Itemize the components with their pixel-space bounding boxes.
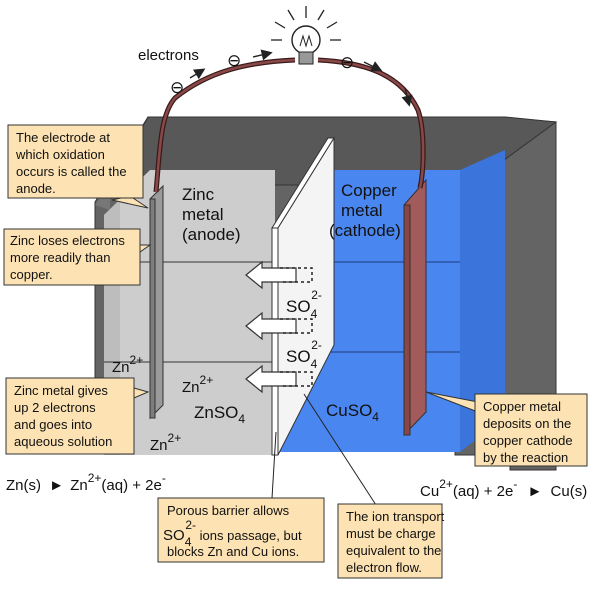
svg-text:and goes into: and goes into [14, 417, 92, 432]
electron-icon: ⊖ [170, 78, 184, 97]
svg-text:Zinc loses electrons: Zinc loses electrons [10, 233, 125, 248]
zinc-ion-label: Zn2+ [182, 373, 213, 396]
svg-text:Copper metal: Copper metal [483, 399, 561, 414]
svg-text:Zinc metal gives: Zinc metal gives [14, 383, 108, 398]
copper-electrode [403, 178, 427, 437]
zinc-metal-label: Zinc metal (anode) [182, 185, 241, 244]
ion-flow-dashes [280, 267, 313, 387]
svg-text:metal: metal [341, 201, 383, 220]
electrons-label: electrons [138, 47, 199, 64]
electron-icon: ⊖ [340, 53, 354, 72]
zinc-ion-label: Zn2+ [150, 431, 181, 454]
svg-text:SO42-: SO42- [286, 288, 322, 321]
zinc-ion-label: Zn2+ [112, 353, 143, 376]
svg-text:equivalent to the: equivalent to the [346, 543, 441, 558]
svg-text:The electrode at: The electrode at [16, 130, 110, 145]
callout-anode-definition: The electrode at which oxidation occurs … [7, 124, 149, 209]
svg-text:SO42- ions passage, but: SO42- ions passage, but [163, 518, 302, 549]
znso4-label: ZnSO4 [194, 403, 245, 426]
svg-text:up 2 electrons: up 2 electrons [14, 400, 96, 415]
callout-copper-deposits: Copper metal deposits on the copper cath… [425, 391, 588, 467]
callout-zinc-gives-electrons: Zinc metal gives up 2 electrons and goes… [5, 377, 150, 455]
svg-text:(cathode): (cathode) [329, 221, 401, 240]
cuso4-label: CuSO4 [326, 401, 379, 424]
svg-text:metal: metal [182, 205, 224, 224]
svg-text:copper cathode: copper cathode [483, 433, 573, 448]
svg-text:Copper: Copper [341, 181, 397, 200]
svg-text:occurs is called the: occurs is called the [16, 164, 127, 179]
light-bulb-icon [271, 6, 341, 65]
svg-text:electron flow.: electron flow. [346, 560, 422, 575]
copper-metal-label: Copper metal (cathode) [329, 181, 401, 240]
svg-text:anode.: anode. [16, 181, 56, 196]
svg-text:Zinc: Zinc [182, 185, 215, 204]
electron-icon: ⊖ [227, 51, 241, 70]
svg-text:blocks Zn and Cu ions.: blocks Zn and Cu ions. [167, 544, 299, 559]
svg-text:by the reaction: by the reaction [483, 450, 568, 465]
svg-text:The ion transport: The ion transport [346, 509, 445, 524]
callout-ion-transport: The ion transport must be charge equival… [303, 393, 445, 579]
svg-text:Porous barrier allows: Porous barrier allows [167, 503, 290, 518]
svg-text:SO42-: SO42- [286, 338, 322, 371]
sulfate-label: SO42- [286, 338, 322, 371]
anode-equation: Zn(s) ► Zn2+(aq) + 2e- [6, 471, 166, 494]
svg-text:more readily than: more readily than [10, 250, 110, 265]
external-wire [153, 57, 426, 193]
callout-porous-barrier: Porous barrier allows SO42- ions passage… [157, 431, 325, 563]
svg-text:deposits on the: deposits on the [483, 416, 571, 431]
electron-flow: ⊖ ⊖ ⊖ [170, 49, 413, 107]
svg-text:aqueous solution: aqueous solution [14, 434, 112, 449]
callout-zinc-loses-electrons: Zinc loses electrons more readily than c… [3, 228, 152, 286]
cathode-equation: Cu2+(aq) + 2e- ► Cu(s) [420, 475, 587, 500]
sulfate-label: SO42- [286, 288, 322, 321]
svg-text:copper.: copper. [10, 267, 53, 282]
svg-text:must be charge: must be charge [346, 526, 436, 541]
svg-text:which oxidation: which oxidation [15, 147, 105, 162]
svg-text:(anode): (anode) [182, 225, 241, 244]
zinc-electrode [149, 184, 164, 420]
